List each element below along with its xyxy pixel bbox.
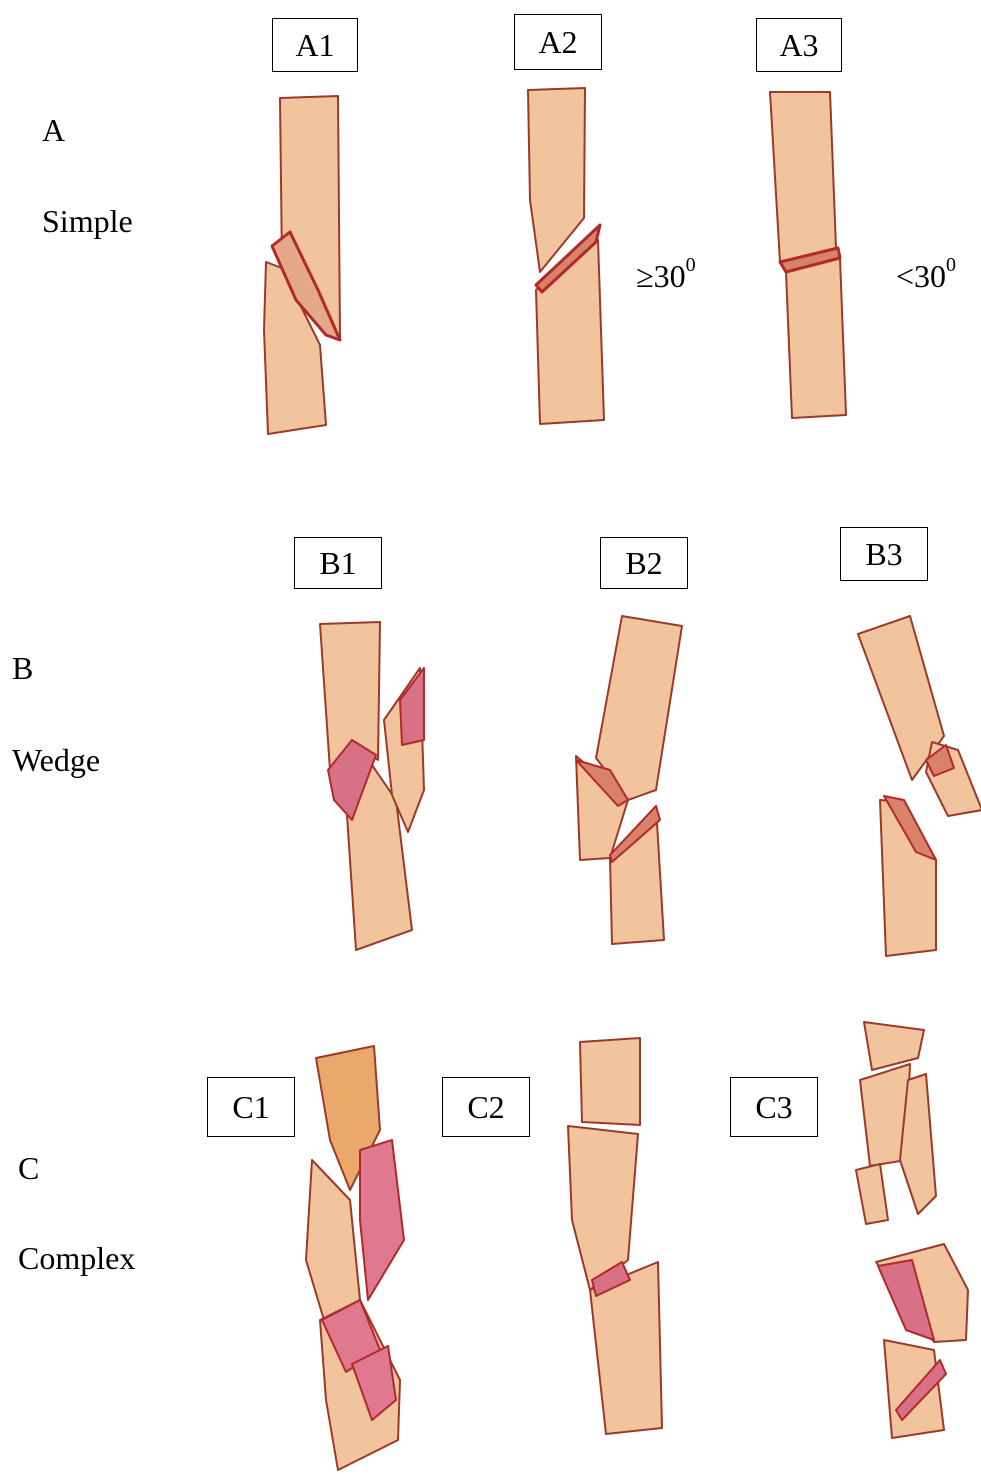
bone-a2 [528,88,604,424]
bone-c3 [856,1022,968,1438]
bone-c2 [568,1038,662,1434]
bone-a3 [770,92,846,418]
bone-a1 [264,96,340,434]
bone-b3 [858,616,981,956]
bone-c1 [306,1046,404,1470]
bone-b1 [320,622,424,950]
bone-b2 [576,616,682,944]
